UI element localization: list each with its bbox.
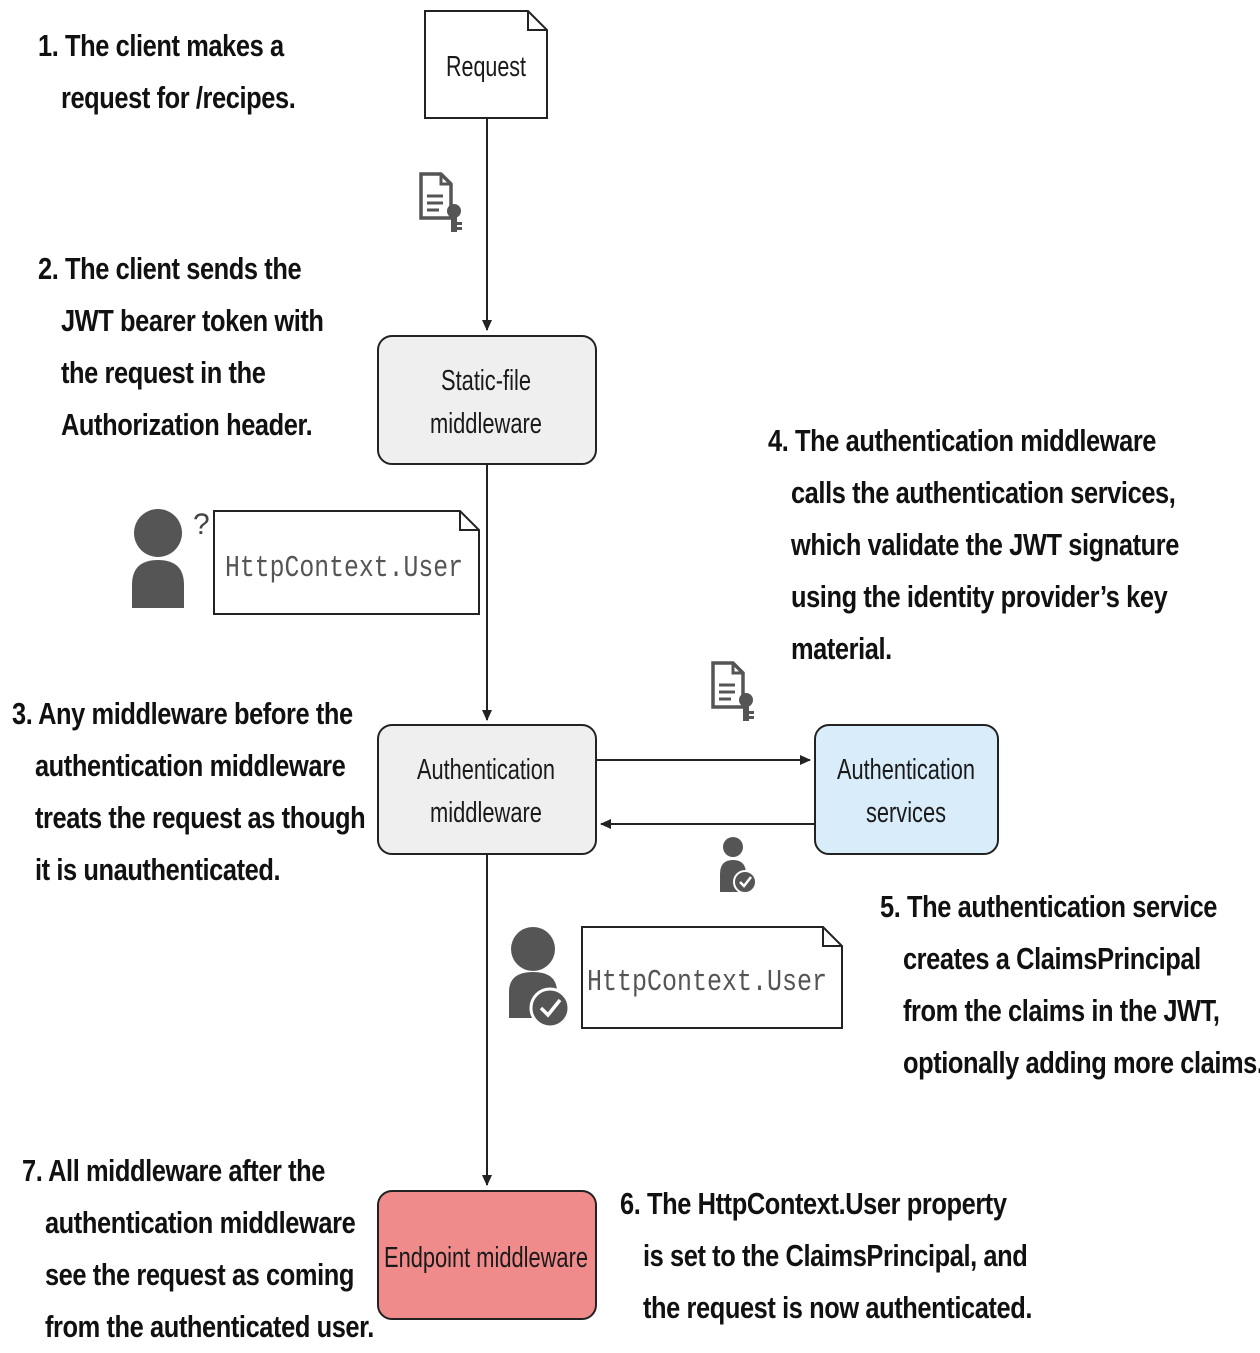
token-document-icon xyxy=(711,661,756,723)
question-mark: ? xyxy=(193,508,210,541)
authentication-label-line2: middleware xyxy=(430,797,542,829)
static-file-middleware-box: Static-file middleware xyxy=(377,335,597,465)
endpoint-label: Endpoint middleware xyxy=(384,1242,588,1274)
authentication-middleware-box: Authentication middleware xyxy=(377,724,597,855)
user-unknown-icon xyxy=(132,509,184,608)
httpcontext-user-document-unauth: HttpContext.User xyxy=(213,510,480,615)
auth-services-label-line1: Authentication xyxy=(837,754,975,786)
step-4-annotation: 4. The authentication middleware calls t… xyxy=(768,423,1179,666)
httpcontext-user-document-auth: HttpContext.User xyxy=(581,926,843,1029)
request-label: Request xyxy=(446,51,526,83)
authentication-label-line1: Authentication xyxy=(417,754,555,786)
auth-services-label-line2: services xyxy=(866,797,946,829)
step-3-annotation: 3. Any middleware before the authenticat… xyxy=(12,696,366,887)
step-6-annotation: 6. The HttpContext.User property is set … xyxy=(620,1186,1032,1325)
user-verified-icon xyxy=(720,837,757,894)
step-5-annotation: 5. The authentication service creates a … xyxy=(880,889,1260,1080)
endpoint-middleware-box: Endpoint middleware xyxy=(377,1190,597,1320)
step-1-annotation: 1. The client makes a request for /recip… xyxy=(38,28,296,115)
httpcontext-user-label-unauth: HttpContext.User xyxy=(225,551,463,586)
step-7-annotation: 7. All middleware after the authenticati… xyxy=(22,1153,374,1344)
user-verified-icon xyxy=(509,927,571,1029)
token-document-icon xyxy=(419,172,464,234)
step-2-annotation: 2. The client sends the JWT bearer token… xyxy=(38,251,324,442)
static-file-label-line1: Static-file xyxy=(441,365,531,397)
request-document: Request xyxy=(424,10,548,119)
httpcontext-user-label-auth: HttpContext.User xyxy=(587,965,827,1000)
static-file-label-line2: middleware xyxy=(430,408,542,440)
authentication-services-box: Authentication services xyxy=(814,724,999,855)
